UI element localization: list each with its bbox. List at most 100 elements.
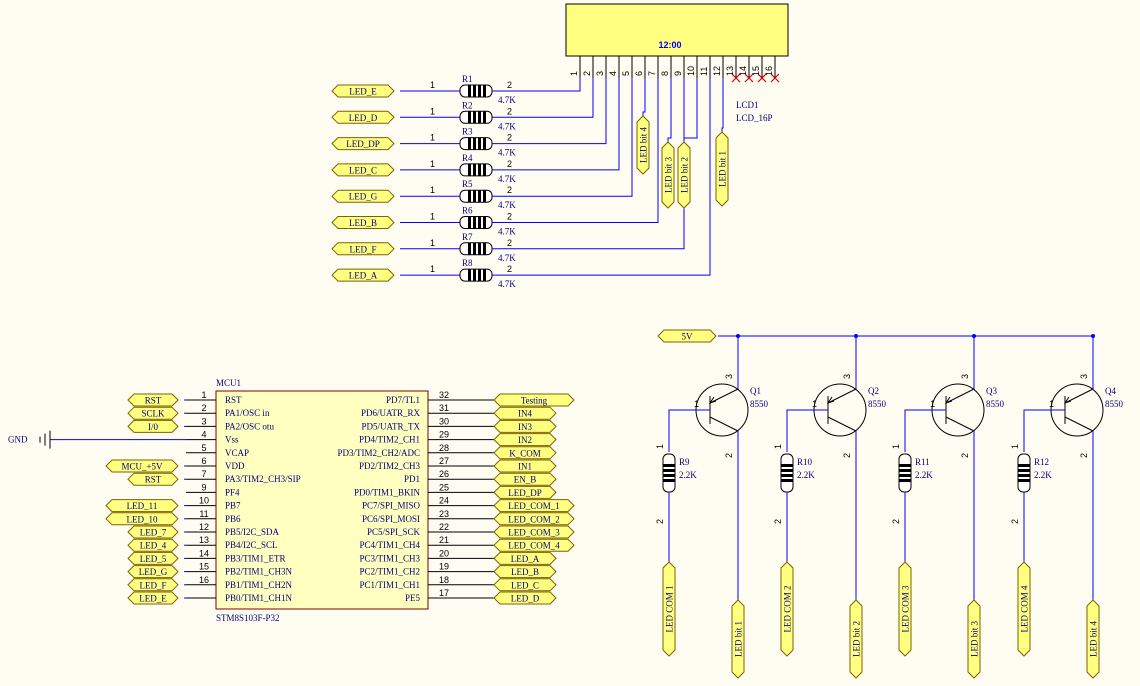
resistor-band (1018, 464, 1030, 467)
mcu-pin-number: 1 (201, 390, 206, 400)
mcu-net-flag (127, 472, 179, 486)
net-label: EN_B (514, 475, 537, 485)
resistor-ref: R3 (462, 127, 473, 137)
pin-number: 1 (891, 444, 901, 449)
transistor-ref: Q3 (986, 386, 997, 396)
lcd-part: LCD_16P (736, 113, 773, 123)
resistor-band (468, 111, 471, 124)
net-label-vertical: LED COM 2 (783, 586, 793, 633)
net-label-vertical: LED COM 1 (665, 586, 675, 633)
net-label: LED_DP (508, 488, 542, 498)
resistor-band (483, 163, 486, 176)
pin-number: 1 (812, 399, 817, 409)
net-label: LED_COM_4 (508, 541, 560, 551)
mcu-net-flag (493, 578, 557, 592)
mcu-pin-name: PC4/TIM1_CH4 (359, 540, 420, 550)
net-label: LED_F (140, 580, 167, 590)
net-flag-led_f (331, 242, 395, 256)
resistor-band (1018, 474, 1030, 477)
pin-number: 1 (773, 444, 783, 449)
transistor-emitter (827, 388, 857, 404)
transistor-emitter (709, 388, 739, 404)
resistor-band (1018, 469, 1030, 472)
pin-number: 1 (1010, 444, 1020, 449)
resistor-band (483, 242, 486, 255)
mcu-pin-number: 15 (199, 562, 209, 572)
mcu-pin-name: PC2/TIM1_CH2 (359, 567, 420, 577)
mcu-net-flag (493, 433, 557, 447)
transistor-collector (827, 416, 857, 432)
lcd-pin-number: 14 (738, 66, 748, 76)
net-flag-led_dp (331, 137, 395, 151)
mcu-pin-name: PC6/SPI_MOSI (362, 514, 420, 524)
mcu-designator: MCU1 (216, 378, 241, 388)
pin-number: 2 (655, 519, 665, 524)
mcu-net-flag (493, 446, 557, 460)
mcu-pin-name: PB7 (225, 501, 241, 511)
led-com-port (662, 561, 676, 657)
mcu-pin-name: PD1 (404, 474, 420, 484)
pin-number: 3 (960, 374, 970, 379)
net-label: LED_COM_3 (508, 528, 560, 538)
wire (721, 78, 724, 132)
net-label: LED_A (511, 554, 540, 564)
net-label: LED_G (139, 567, 168, 577)
net-label-vertical: LED bit 3 (970, 621, 980, 657)
wire (492, 78, 685, 250)
pin-number: 2 (891, 519, 901, 524)
resistor-ref: R6 (462, 206, 473, 216)
lcd-pin-number: 4 (608, 71, 618, 76)
pin-number: 1 (930, 399, 935, 409)
mcu-pin-number: 6 (201, 456, 206, 466)
gnd-label: GND (8, 435, 28, 445)
mcu-pin-name: PA3/TIM2_CH3/SIP (225, 474, 301, 484)
pin-number: 2 (724, 453, 734, 458)
mcu-pin-number: 31 (439, 403, 449, 413)
transistor-part: 8550 (750, 399, 769, 409)
wire (683, 78, 698, 142)
mcu-pin-number: 24 (439, 496, 449, 506)
resistor-r12 (1017, 453, 1031, 493)
net-label: K_COM (509, 448, 541, 458)
resistor-band (473, 190, 476, 203)
net-label-vertical: LED bit 4 (639, 127, 649, 163)
mcu-pin-name: PD0/TIM1_BKIN (354, 487, 421, 497)
lcd-designator: LCD1 (736, 100, 759, 110)
mcu-net-flag (127, 419, 179, 433)
mcu-pin-name: PE5 (405, 593, 421, 603)
net-label: Testing (521, 396, 548, 406)
mcu-net-flag (493, 406, 557, 420)
resistor-band (468, 216, 471, 229)
mcu-net-flag (493, 485, 557, 499)
pin-number: 1 (430, 212, 435, 222)
resistor-band (483, 216, 486, 229)
mcu-pin-number: 9 (201, 482, 206, 492)
emitter-arrow (708, 396, 717, 404)
mcu-pin-name: VCAP (225, 448, 249, 458)
resistor-value: 4.7K (498, 200, 516, 210)
resistor-band (899, 464, 911, 467)
net-label: LED_COM_2 (508, 514, 560, 524)
net-label: LED_4 (140, 541, 167, 551)
resistor-r9 (662, 453, 676, 493)
transistor-emitter (1064, 388, 1094, 404)
mcu-pin-name: PB1/TIM1_CH2N (225, 580, 293, 590)
mcu-pin-number: 11 (199, 509, 208, 519)
mcu-pin-name: PB5/I2C_SDA (225, 527, 280, 537)
resistor-ref: R12 (1034, 457, 1049, 467)
net-flag-led_c (331, 163, 395, 177)
wire (492, 78, 633, 197)
lcd-bit-port (661, 141, 675, 209)
pin-number: 1 (430, 80, 435, 90)
resistor-value: 4.7K (498, 121, 516, 131)
led-com-port (1017, 561, 1031, 657)
transistor-ref: Q4 (1105, 386, 1116, 396)
mcu-pin-number: 12 (199, 522, 209, 532)
lcd-pin-number: 11 (699, 67, 709, 76)
mcu-net-flag (105, 459, 179, 473)
lcd-pin-number: 2 (582, 71, 592, 76)
mcu-pin-name: PD7/TL1 (386, 395, 420, 405)
mcu-net-flag (127, 591, 179, 605)
mcu-net-flag (493, 459, 557, 473)
lcd-bit-port (677, 141, 691, 209)
